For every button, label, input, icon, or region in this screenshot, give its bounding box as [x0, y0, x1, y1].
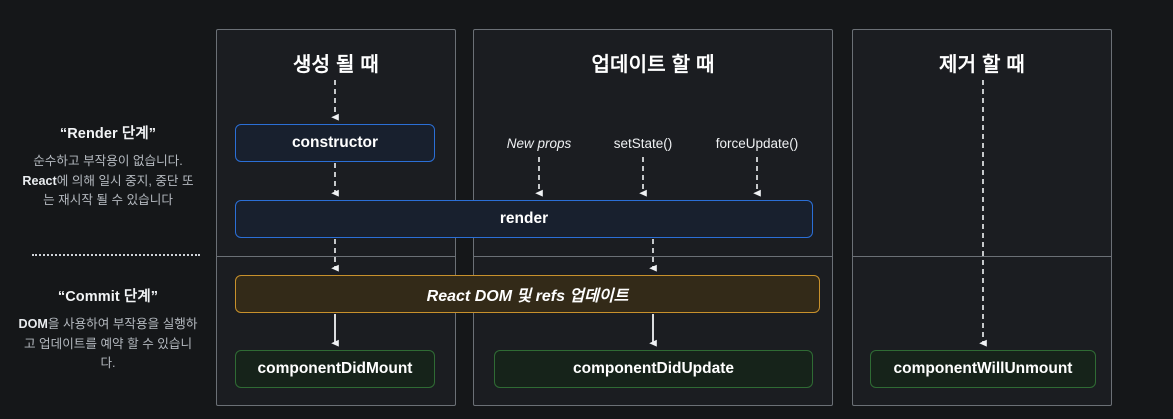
commit-phase-desc-part-2: 을 사용하여 부작용을 실행하고 업데이트를 예약 할 수 있습니다.	[23, 317, 198, 371]
node-component-will-unmount[interactable]: componentWillUnmount	[870, 350, 1096, 388]
phase-dotted-divider	[32, 254, 200, 256]
commit-phase-title: “Commit 단계”	[57, 289, 159, 305]
phase-sidebar: “Render 단계” 순수하고 부작용이 없습니다. React에 의해 일시…	[0, 0, 216, 419]
trigger-label-set-state: setState()	[613, 136, 673, 151]
render-phase-description: 순수하고 부작용이 없습니다. React에 의해 일시 중지, 중단 또는 재…	[18, 152, 198, 211]
commit-phase-block: “Commit 단계” DOM을 사용하여 부작용을 실행하고 업데이트를 예약…	[18, 285, 198, 374]
trigger-label-new-props: New props	[506, 136, 572, 151]
panel-mounting-divider	[217, 256, 455, 257]
node-render[interactable]: render	[235, 200, 813, 238]
render-phase-block: “Render 단계” 순수하고 부작용이 없습니다. React에 의해 일시…	[18, 122, 198, 211]
commit-phase-desc-emphasis: DOM	[18, 317, 48, 331]
render-phase-desc-emphasis: React	[22, 173, 57, 188]
node-component-did-mount[interactable]: componentDidMount	[235, 350, 435, 388]
commit-phase-description: DOM을 사용하여 부작용을 실행하고 업데이트를 예약 할 수 있습니다.	[18, 315, 198, 374]
render-phase-desc-part-2: 에 의해 일시 중지, 중단 또는 재시작 될 수 있습니다	[43, 173, 194, 208]
node-constructor[interactable]: constructor	[235, 124, 435, 162]
node-component-did-update[interactable]: componentDidUpdate	[494, 350, 813, 388]
panel-updating-divider	[474, 256, 832, 257]
render-phase-title: “Render 단계”	[59, 126, 157, 142]
panel-updating-title: 업데이트 할 때	[591, 54, 715, 76]
trigger-label-force-update: forceUpdate()	[715, 136, 799, 151]
node-react-dom-refs-update[interactable]: React DOM 및 refs 업데이트	[235, 275, 820, 313]
panel-unmounting-divider	[853, 256, 1111, 257]
panel-mounting-title: 생성 될 때	[293, 54, 379, 76]
panel-unmounting-title: 제거 할 때	[939, 54, 1025, 76]
render-phase-desc-part-1: 순수하고 부작용이 없습니다.	[33, 154, 183, 168]
